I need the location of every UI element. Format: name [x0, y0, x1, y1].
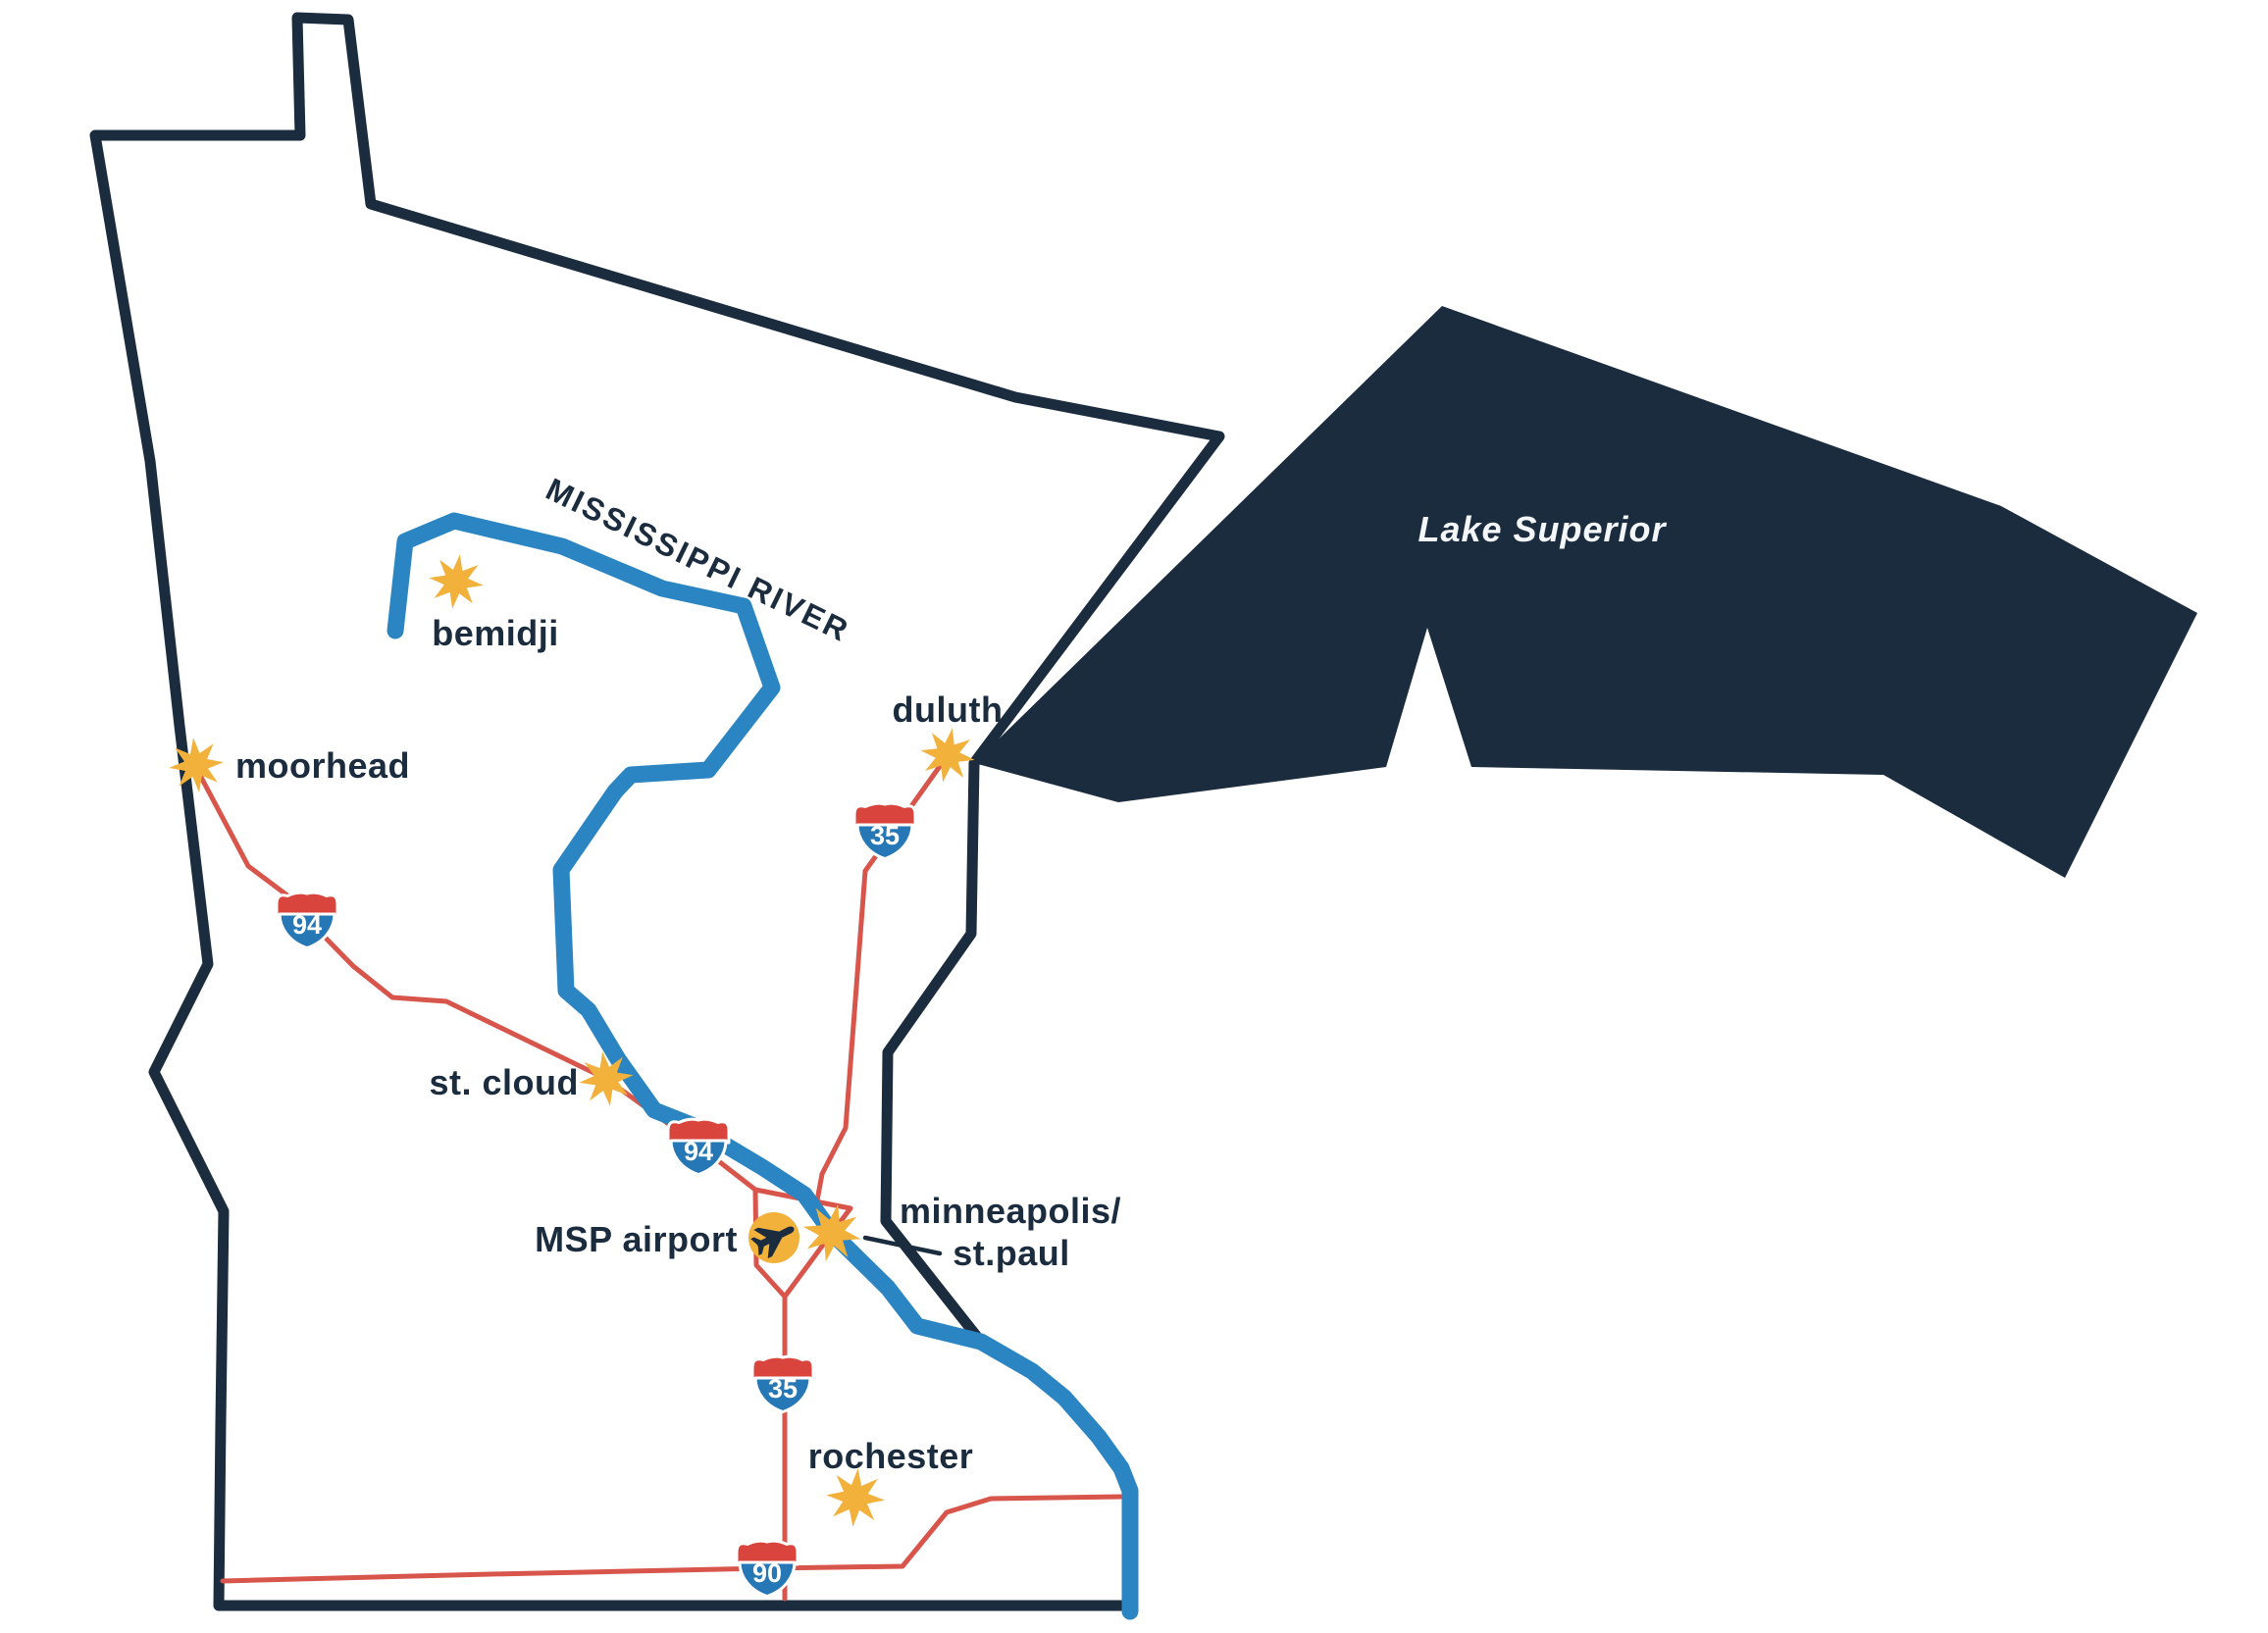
city-label-st-cloud: st. cloud: [429, 1062, 579, 1102]
minnesota-state-outline: [89, 12, 1225, 1611]
shield-number: 94: [684, 1137, 713, 1166]
city-label-minneapolis-st-paul: minneapolis/ st.paul: [900, 1191, 1121, 1273]
twin-cities-label-line2: st.paul: [953, 1233, 1070, 1273]
city-label-bemidji: bemidji: [432, 613, 559, 653]
interstate-shield-90: 90: [735, 1539, 799, 1598]
interstate-shield-94-west: 94: [275, 891, 339, 949]
interstate-shield-94-msp: 94: [666, 1117, 731, 1176]
lake-superior-shape: [974, 306, 2197, 878]
mississippi-river-path: [387, 512, 1139, 1620]
twin-cities-leader-line: [862, 1235, 943, 1256]
msp-airport-marker: [747, 1212, 801, 1263]
city-label-moorhead: moorhead: [235, 745, 410, 786]
interstate-90-road: [220, 1494, 1124, 1584]
shield-number: 35: [768, 1374, 798, 1403]
city-label-duluth: duluth: [893, 689, 1004, 730]
shield-number: 35: [870, 821, 900, 850]
shield-number: 94: [292, 910, 322, 940]
lake-superior-label: Lake Superior: [1418, 509, 1667, 549]
interstate-shield-35-north: 35: [852, 801, 917, 860]
city-label-rochester: rochester: [808, 1436, 974, 1476]
city-label-msp-airport: MSP airport: [535, 1219, 738, 1259]
shield-number: 90: [752, 1558, 782, 1588]
interstate-shield-35-south: 35: [750, 1354, 815, 1413]
twin-cities-label-line1: minneapolis/: [900, 1191, 1121, 1231]
